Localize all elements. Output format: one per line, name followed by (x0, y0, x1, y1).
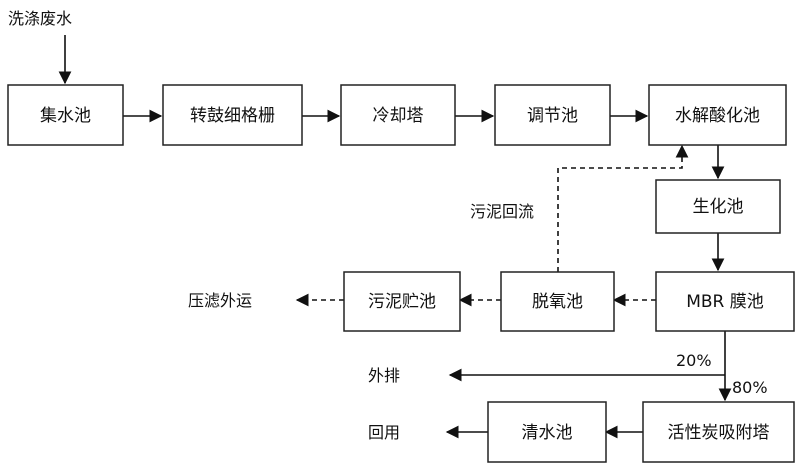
box-cooling-tower (340, 84, 456, 146)
text-drum-screen: 转鼓细格栅 (190, 106, 275, 126)
text-biochemical-tank: 生化池 (693, 197, 744, 217)
box-deoxygen-tank (500, 271, 615, 332)
label-source: 洗涤废水 (8, 9, 72, 28)
label-discharge: 外排 (368, 366, 400, 385)
text-deoxygen-tank: 脱氧池 (532, 292, 583, 312)
box-activated-carbon-tower (642, 401, 795, 463)
box-biochemical-tank (655, 179, 781, 234)
text-cooling-tower: 冷却塔 (373, 106, 424, 126)
label-discharge-pct: 20% (676, 351, 712, 370)
box-regulating-tank (494, 84, 611, 146)
box-hydrolysis-tank (648, 84, 787, 146)
label-reuse: 回用 (368, 423, 400, 442)
box-sludge-tank (343, 271, 461, 332)
text-activated-carbon-tower: 活性炭吸附塔 (668, 423, 770, 443)
box-clear-water-tank (487, 401, 607, 463)
label-sludge-return: 污泥回流 (470, 202, 534, 221)
text-regulating-tank: 调节池 (527, 106, 578, 126)
text-hydrolysis-tank: 水解酸化池 (675, 106, 760, 126)
text-mbr-tank: MBR 膜池 (686, 292, 764, 312)
arrow-sludge-return (557, 144, 689, 272)
text-sludge-tank: 污泥贮池 (368, 292, 436, 312)
text-collection-tank: 集水池 (40, 106, 91, 126)
box-collection-tank (7, 84, 124, 146)
label-reuse-pct: 80% (732, 378, 768, 397)
label-filter-press: 压滤外运 (188, 291, 252, 310)
text-clear-water-tank: 清水池 (522, 423, 573, 443)
box-mbr-tank (655, 271, 795, 332)
box-drum-screen (162, 84, 303, 146)
